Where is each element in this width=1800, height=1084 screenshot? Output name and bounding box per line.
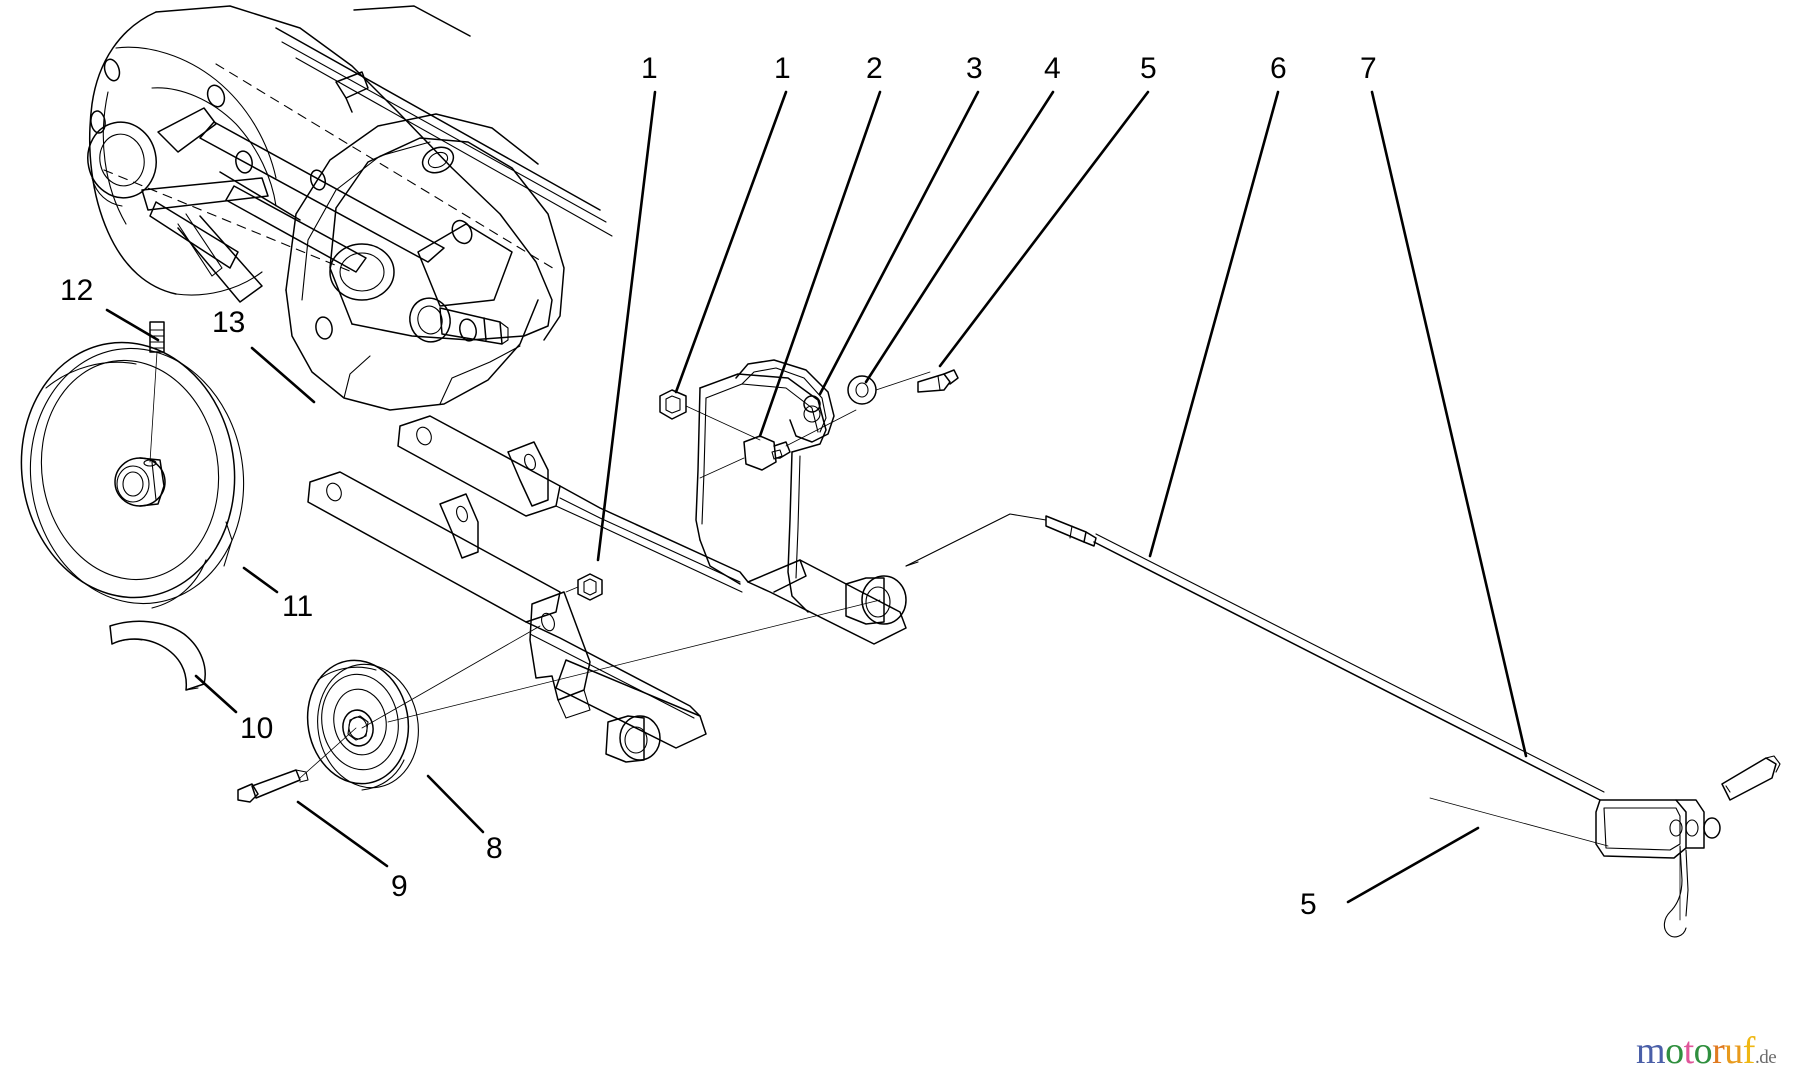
drive-disc-wheel bbox=[20, 321, 245, 609]
hex-nut-upper bbox=[659, 389, 761, 441]
callout-number-4: 4 bbox=[1044, 52, 1061, 85]
control-cable-rod bbox=[905, 513, 1781, 938]
callout-number-6: 6 bbox=[1270, 52, 1287, 85]
callout-number-7: 7 bbox=[1360, 52, 1377, 85]
callout-number-5b: 5 bbox=[1300, 888, 1317, 921]
belt-guard-shoe bbox=[109, 620, 206, 691]
transmission-housing bbox=[87, 5, 613, 411]
callout-number-9: 9 bbox=[391, 870, 408, 903]
callout-number-12: 12 bbox=[60, 274, 94, 307]
callout-number-11: 11 bbox=[282, 590, 314, 623]
callout-number-1a: 1 bbox=[641, 52, 658, 85]
callout-number-2: 2 bbox=[866, 52, 883, 85]
callout-leader-lines bbox=[105, 90, 1528, 904]
watermark-char-u: u bbox=[1724, 1030, 1743, 1072]
watermark-char-o1: o bbox=[1665, 1030, 1684, 1072]
clevis-pin-small bbox=[917, 369, 959, 393]
watermark-char-m: m bbox=[1636, 1030, 1666, 1072]
flat-washer bbox=[847, 371, 931, 405]
idler-pulley-assembly bbox=[237, 659, 419, 803]
watermark-suffix: .de bbox=[1754, 1047, 1777, 1068]
hex-nut-frame bbox=[565, 573, 603, 601]
callout-number-13: 13 bbox=[212, 306, 246, 339]
watermark-char-t: t bbox=[1683, 1030, 1695, 1072]
watermark-char-o2: o bbox=[1693, 1030, 1713, 1072]
watermark-char-f: f bbox=[1742, 1030, 1756, 1072]
small-hardware-group bbox=[659, 359, 959, 479]
lever-bracket bbox=[735, 359, 835, 443]
callout-number-3: 3 bbox=[966, 52, 983, 85]
main-frame-chassis bbox=[307, 373, 907, 763]
callout-number-5a: 5 bbox=[1140, 52, 1157, 85]
motoruf-watermark: motoruf.de bbox=[1636, 1030, 1777, 1072]
callout-number-8: 8 bbox=[486, 832, 503, 865]
callout-number-1b: 1 bbox=[774, 52, 791, 85]
callout-number-10: 10 bbox=[240, 712, 274, 745]
watermark-char-r: r bbox=[1712, 1030, 1725, 1072]
